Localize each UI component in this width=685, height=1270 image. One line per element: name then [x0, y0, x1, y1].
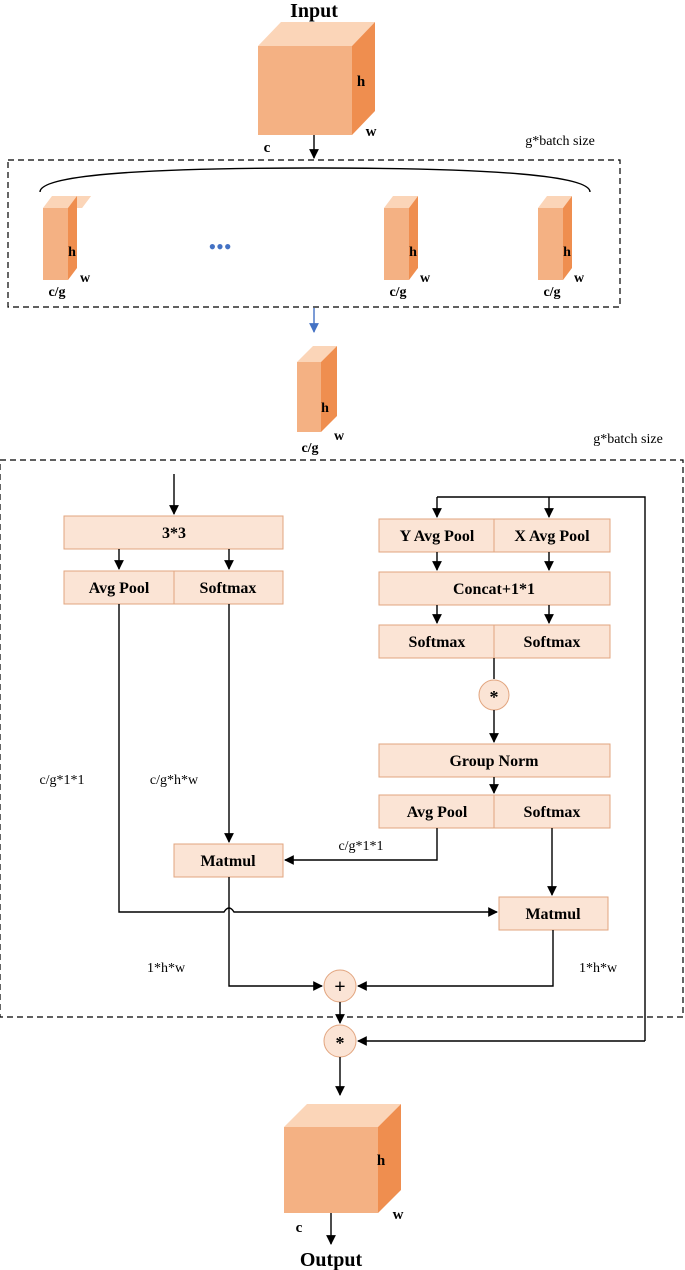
matmul-right-box — [498, 896, 609, 931]
right-branch-input-line — [437, 496, 646, 1041]
multiply-outer-symbol: * — [336, 1033, 345, 1053]
matmul-left-box — [173, 843, 284, 878]
softmax-left-label: Softmax — [200, 580, 257, 597]
x-avgpool-label: X Avg Pool — [514, 528, 590, 545]
annot-hw-right: 1*h*w — [579, 961, 618, 976]
avgpool-left-label: Avg Pool — [89, 580, 150, 597]
grouped-tensor-cube — [297, 346, 337, 432]
y-avgpool-label: Y Avg Pool — [400, 528, 475, 545]
annot-cg11-mid: c/g*1*1 — [338, 839, 383, 854]
group2-dim-cg: c/g — [389, 285, 406, 300]
add-symbol: + — [334, 976, 345, 998]
group-tensor-cube-1 — [43, 196, 91, 280]
group1-dim-w: w — [80, 271, 91, 286]
output-dim-h: h — [377, 1153, 386, 1169]
input-dim-h: h — [357, 74, 366, 90]
group1-dim-cg: c/g — [48, 285, 65, 300]
softmax-r2-box — [493, 624, 611, 659]
group2-dim-h: h — [409, 245, 417, 260]
annot-cghw: c/g*h*w — [150, 773, 199, 788]
batch-size-label-top: g*batch size — [525, 134, 595, 149]
input-dim-w: w — [366, 124, 377, 140]
output-dim-c: c — [296, 1220, 303, 1236]
mid-dim-cg: c/g — [301, 441, 318, 456]
group-tensor-cube-3 — [538, 196, 572, 280]
group3-dim-w: w — [574, 271, 585, 286]
group-ellipsis: ••• — [208, 234, 231, 259]
group3-dim-h: h — [563, 245, 571, 260]
batch-size-label-bottom: g*batch size — [593, 432, 663, 447]
softmax-r1-box — [378, 624, 495, 659]
group1-dim-h: h — [68, 245, 76, 260]
concat-label: Concat+1*1 — [453, 581, 535, 598]
group-tensor-cube-2 — [384, 196, 418, 280]
annot-cg11-left: c/g*1*1 — [39, 773, 84, 788]
group-norm-box — [378, 743, 611, 778]
x-avgpool-box — [493, 518, 611, 553]
concat-box — [378, 571, 611, 606]
softmax-r2-label: Softmax — [524, 634, 581, 651]
group2-dim-w: w — [420, 271, 431, 286]
group-norm-label: Group Norm — [449, 753, 539, 770]
group3-dim-cg: c/g — [543, 285, 560, 300]
matmul-right-label: Matmul — [525, 906, 581, 923]
softmax-r1-label: Softmax — [409, 634, 466, 651]
grouping-dashed-box — [7, 159, 621, 308]
matmul-left-label: Matmul — [200, 853, 256, 870]
input-title: Input — [290, 0, 338, 22]
matmul-right-to-add — [357, 930, 554, 991]
annot-hw-left: 1*h*w — [147, 961, 186, 976]
input-tensor-cube — [258, 22, 375, 135]
matmul-left-to-add — [228, 877, 323, 991]
output-title: Output — [300, 1249, 363, 1270]
softmax-right-label: Softmax — [524, 804, 581, 821]
group-brace — [39, 167, 591, 193]
avgpool-right-label: Avg Pool — [407, 804, 468, 821]
output-dim-w: w — [393, 1207, 404, 1223]
input-dim-c: c — [264, 140, 271, 156]
conv3x3-box — [63, 515, 284, 550]
mid-dim-w: w — [334, 429, 345, 444]
multiply-inner-symbol: * — [490, 687, 499, 707]
mid-dim-h: h — [321, 401, 329, 416]
softmax-left-box — [173, 570, 284, 605]
avgpool-right-to-matmul-left — [284, 828, 438, 865]
conv3x3-label: 3*3 — [162, 525, 186, 542]
softmax-right-box — [493, 794, 611, 829]
output-tensor-cube — [284, 1104, 401, 1213]
